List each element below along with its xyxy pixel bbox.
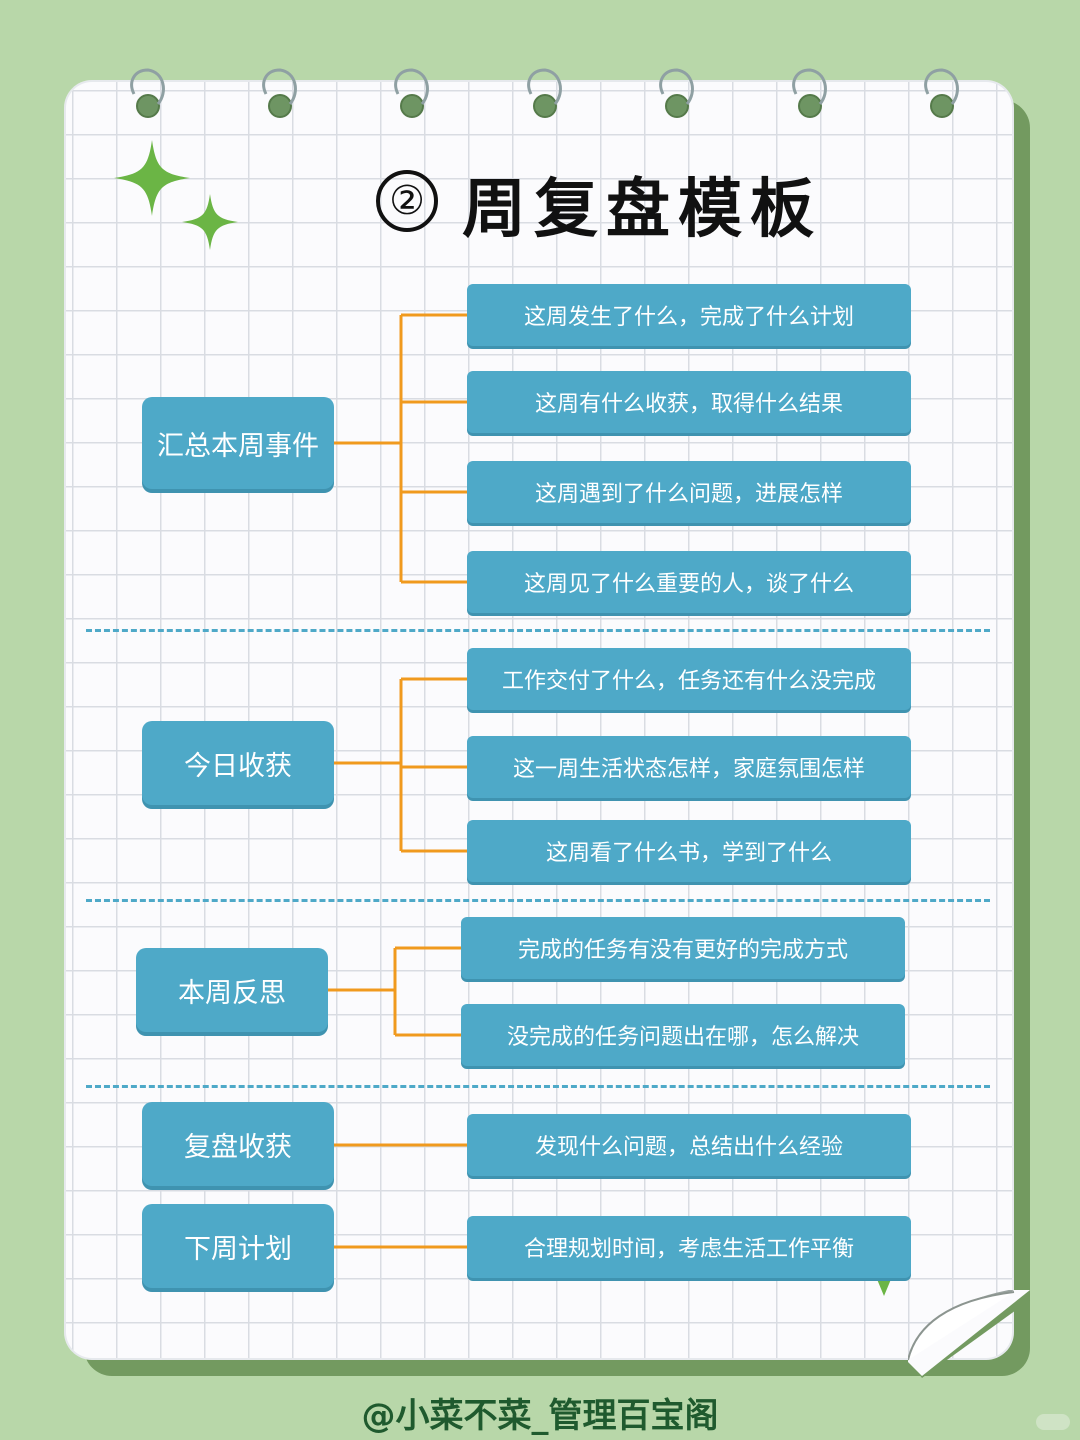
- item-box: 完成的任务有没有更好的完成方式: [461, 917, 905, 979]
- binder-ring-icon: [792, 68, 827, 118]
- item-box: 合理规划时间，考虑生活工作平衡: [467, 1216, 911, 1278]
- title-text: 周复盘模板: [462, 173, 822, 247]
- sparkle-star-icon: [114, 140, 190, 216]
- sparkle-star-icon: [182, 194, 238, 250]
- item-box: 这一周生活状态怎样，家庭氛围怎样: [467, 736, 911, 798]
- category-box: 汇总本周事件: [142, 397, 334, 489]
- footer-handle: @小菜不菜_管理百宝阁: [361, 1396, 719, 1436]
- item-box: 发现什么问题，总结出什么经验: [467, 1114, 911, 1176]
- binder-ring-icon: [130, 68, 165, 118]
- item-box: 这周见了什么重要的人，谈了什么: [467, 551, 911, 613]
- category-box: 复盘收获: [142, 1102, 334, 1186]
- watermark-badge: [1036, 1414, 1070, 1430]
- category-box: 今日收获: [142, 721, 334, 805]
- sparkle-star-icon: [874, 1272, 894, 1296]
- section-divider: [86, 1085, 990, 1088]
- item-box: 这周遇到了什么问题，进展怎样: [467, 461, 911, 523]
- item-box: 这周有什么收获，取得什么结果: [467, 371, 911, 433]
- item-box: 这周看了什么书，学到了什么: [467, 820, 911, 882]
- binder-ring-icon: [394, 68, 429, 118]
- section-divider: [86, 899, 990, 902]
- section-divider: [86, 629, 990, 632]
- binder-ring-icon: [924, 68, 959, 118]
- title-number: ②: [376, 170, 438, 232]
- binder-ring-icon: [262, 68, 297, 118]
- binder-ring-icon: [659, 68, 694, 118]
- category-box: 本周反思: [136, 948, 328, 1032]
- item-box: 这周发生了什么，完成了什么计划: [467, 284, 911, 346]
- item-box: 没完成的任务问题出在哪，怎么解决: [461, 1004, 905, 1066]
- category-box: 下周计划: [142, 1204, 334, 1288]
- item-box: 工作交付了什么，任务还有什么没完成: [467, 648, 911, 710]
- binder-ring-icon: [527, 68, 562, 118]
- page-fold-icon: [908, 1290, 1030, 1378]
